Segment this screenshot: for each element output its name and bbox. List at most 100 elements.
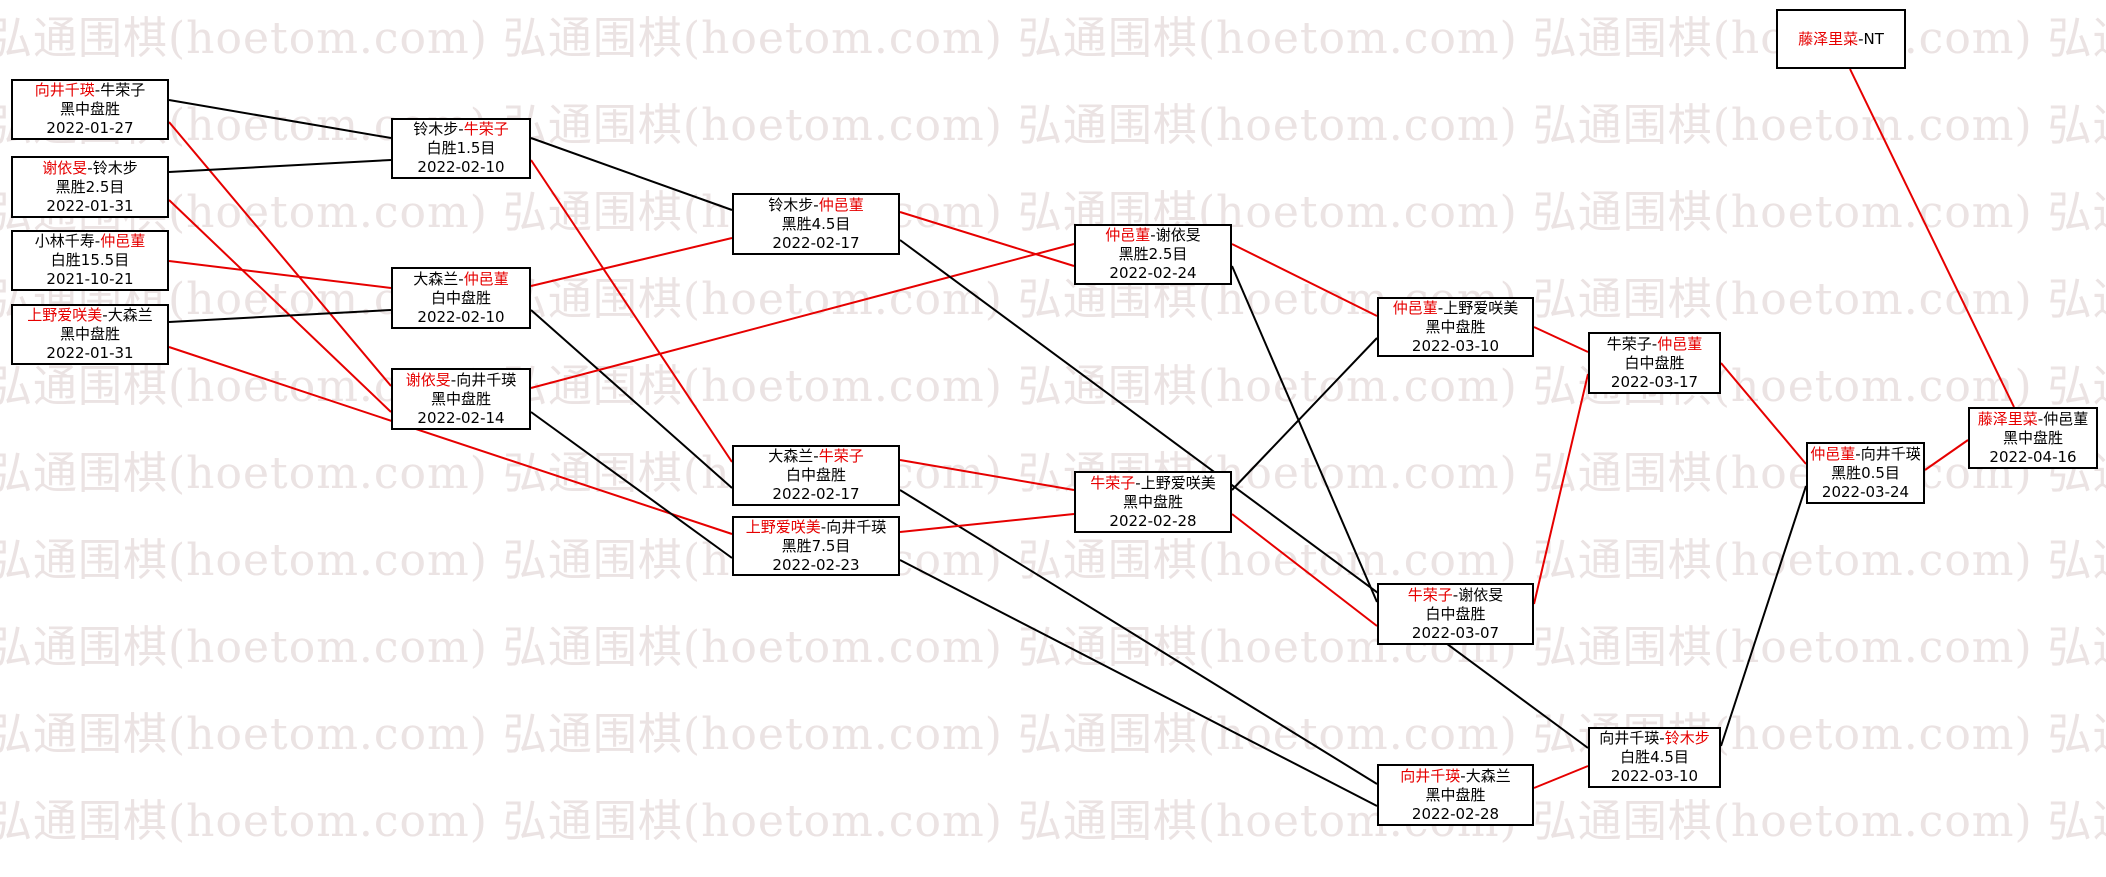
player-name[interactable]: 藤泽里菜	[1798, 29, 1859, 48]
match-players: 小林千寿-仲邑菫	[34, 232, 146, 250]
match-date: 2022-02-28	[1411, 804, 1500, 823]
connector-line	[1231, 265, 1378, 603]
player-name[interactable]: 谢依旻	[405, 370, 451, 389]
player-name[interactable]: 向井千瑛	[1400, 766, 1461, 785]
match-date: 2022-02-10	[417, 307, 505, 326]
match-date: 2022-03-10	[1610, 767, 1699, 785]
match-players: 上野爱咲美-向井千瑛	[745, 517, 887, 536]
player-name[interactable]: 谢依旻	[42, 158, 88, 177]
watermark-text: 弘通围棋(hoetom.com) 弘通围棋(hoetom.com) 弘通围棋(h…	[0, 187, 2106, 238]
match-result: 白胜15.5目	[50, 251, 130, 269]
player-name[interactable]: 向井千瑛	[456, 370, 517, 389]
player-name[interactable]: 上野爱咲美	[1443, 298, 1519, 317]
connector-line	[1533, 373, 1589, 605]
connector-line	[168, 159, 392, 173]
match-players: 铃木步-仲邑菫	[768, 195, 864, 214]
player-name[interactable]: 仲邑菫	[1392, 298, 1438, 317]
player-name[interactable]: 铃木步	[1664, 729, 1710, 747]
connector-line	[168, 346, 733, 535]
player-name[interactable]: 仲邑菫	[1657, 334, 1703, 353]
player-name[interactable]: 上野爱咲美	[27, 306, 103, 324]
player-name[interactable]: 铃木步	[768, 195, 814, 214]
player-name[interactable]: 仲邑菫	[100, 232, 146, 250]
player-name[interactable]: 仲邑菫	[818, 195, 864, 214]
connector-line	[530, 411, 733, 559]
connector-line	[1720, 485, 1807, 747]
match-date: 2022-02-28	[1109, 511, 1197, 530]
player-name[interactable]: 谢依旻	[1155, 226, 1201, 244]
player-name[interactable]: 牛荣子	[818, 447, 864, 465]
player-name[interactable]: 谢依旻	[1458, 585, 1504, 604]
player-name[interactable]: 大森兰	[107, 306, 153, 324]
match-result: 白胜1.5目	[426, 139, 496, 157]
player-name[interactable]: 牛荣子	[100, 81, 146, 99]
player-name[interactable]: 牛荣子	[1090, 473, 1136, 492]
match-players: 谢依旻-向井千瑛	[405, 370, 517, 389]
match-date: 2021-10-21	[46, 270, 134, 288]
player-name[interactable]: 向井千瑛	[34, 81, 95, 99]
match-date: 2022-02-14	[417, 408, 505, 427]
match-result: 黑胜2.5目	[55, 177, 125, 196]
player-name[interactable]: 仲邑菫	[2043, 409, 2089, 428]
match-result: 黑中盘胜	[59, 100, 120, 118]
connector-line	[899, 489, 1378, 785]
player-name[interactable]: 仲邑菫	[1810, 444, 1856, 463]
player-name[interactable]: 牛荣子	[1606, 334, 1652, 353]
match-result: 白中盘胜	[785, 466, 846, 484]
match-result: 黑中盘胜	[59, 325, 120, 343]
player-name[interactable]: 仲邑菫	[463, 269, 509, 288]
match-result: 黑中盘胜	[1122, 492, 1183, 511]
connector-line	[168, 199, 392, 413]
player-name[interactable]: 向井千瑛	[1860, 444, 1921, 463]
player-name[interactable]: 大森兰	[413, 269, 459, 288]
connector-line	[530, 137, 733, 211]
match-players: 谢依旻-铃木步	[42, 158, 138, 177]
player-name[interactable]: 铃木步	[413, 120, 459, 138]
player-name[interactable]: 大森兰	[1465, 766, 1511, 785]
player-name[interactable]: 仲邑菫	[1105, 226, 1151, 244]
match-result: 黑中盘胜	[430, 389, 491, 408]
player-name[interactable]: 藤泽里菜	[1977, 409, 2038, 428]
match-players: 牛荣子-仲邑菫	[1606, 334, 1703, 353]
player-name[interactable]: 向井千瑛	[1599, 729, 1660, 747]
match-players: 牛荣子-上野爱咲美	[1090, 473, 1216, 492]
player-name[interactable]: 上野爱咲美	[745, 517, 821, 536]
connector-line	[1720, 362, 1807, 465]
watermark-text: 弘通围棋(hoetom.com) 弘通围棋(hoetom.com) 弘通围棋(h…	[0, 709, 2106, 760]
match-players: 仲邑菫-上野爱咲美	[1392, 298, 1519, 317]
player-name[interactable]: 上野爱咲美	[1140, 473, 1216, 492]
player-name[interactable]: 大森兰	[768, 447, 814, 465]
connector-line	[1849, 68, 2015, 408]
match-result: 黑胜7.5目	[781, 536, 851, 555]
player-name[interactable]: NT	[1863, 29, 1884, 48]
player-name[interactable]: 铃木步	[92, 158, 138, 177]
player-name[interactable]: 牛荣子	[1407, 585, 1453, 604]
player-name[interactable]: 向井千瑛	[826, 517, 887, 536]
player-name[interactable]: 小林千寿	[34, 232, 95, 250]
watermark-text: 弘通围棋(hoetom.com) 弘通围棋(hoetom.com) 弘通围棋(h…	[0, 13, 2106, 64]
watermark-text: 弘通围棋(hoetom.com) 弘通围棋(hoetom.com) 弘通围棋(h…	[0, 622, 2106, 673]
match-date: 2022-02-10	[417, 158, 505, 176]
player-name[interactable]: 牛荣子	[463, 120, 509, 138]
match-box-m19[interactable]: 藤泽里菜-NT	[1776, 9, 1906, 69]
match-date: 2022-03-24	[1821, 482, 1910, 501]
